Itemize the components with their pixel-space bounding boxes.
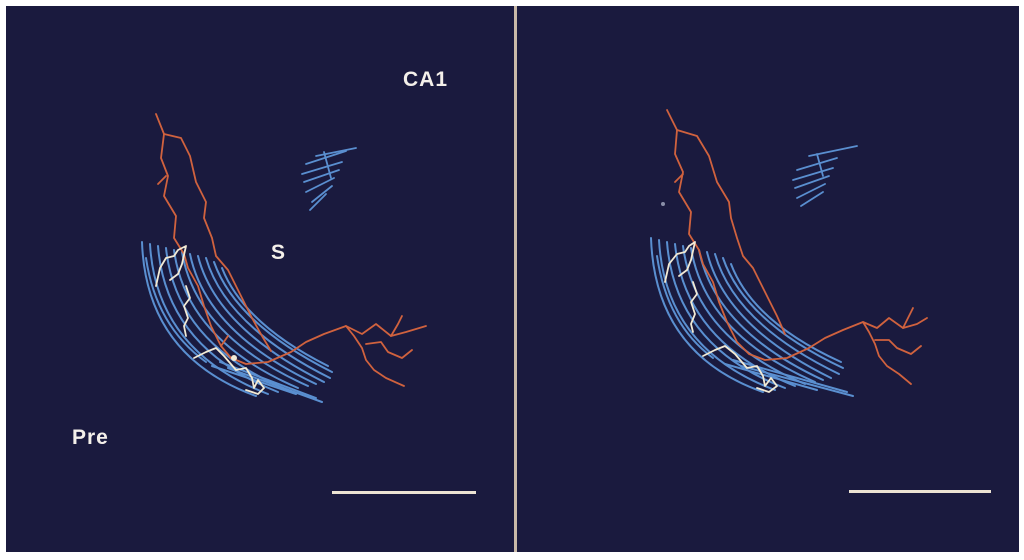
region-label-pre: Pre <box>72 426 109 449</box>
scale-bar-right <box>849 490 991 493</box>
highlighted-tracing <box>664 241 778 393</box>
region-label-ca1: CA1 <box>403 68 449 91</box>
axon-tracing <box>666 109 928 385</box>
artifact-dot <box>661 202 665 206</box>
stereo-panel-left: CA1 S Pre <box>6 6 514 552</box>
neuron-tracing-left <box>141 113 427 403</box>
axon-tracing <box>155 113 427 387</box>
stereo-divider <box>514 6 517 552</box>
soma-marker-label: S <box>271 241 287 264</box>
neuron-tracing-right <box>650 109 928 397</box>
scale-bar-left <box>332 491 476 494</box>
dendrite-band <box>141 241 333 403</box>
soma-dot <box>231 355 237 361</box>
dendrite-fragments-upper <box>792 145 858 207</box>
dendrite-fragments-upper <box>301 147 357 211</box>
dendrite-band <box>650 237 854 397</box>
highlighted-tracing <box>155 245 265 395</box>
stereo-panel-right <box>517 6 1019 552</box>
